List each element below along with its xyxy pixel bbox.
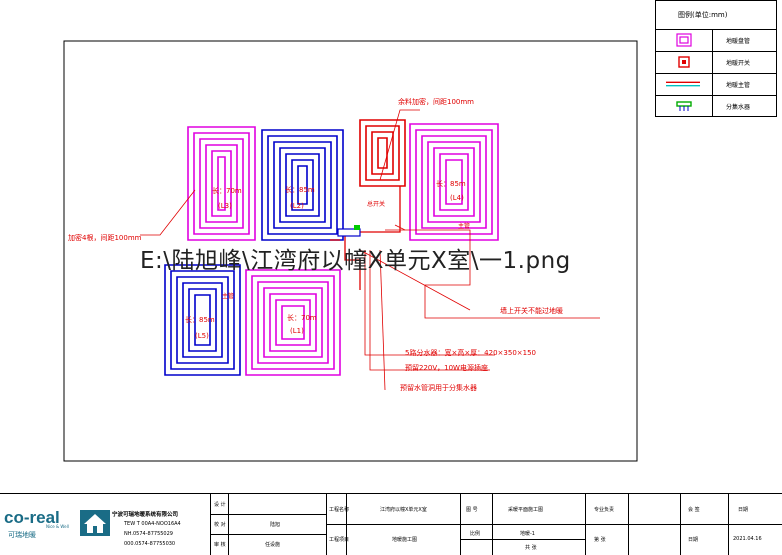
legend-row-manifold: 分集水器 <box>656 96 776 117</box>
brand-name-cn: 可瑞地暖 <box>8 531 36 539</box>
tb-drawing-value: 地暖-1 <box>520 531 535 537</box>
label-room-l2-length: 长：85m <box>285 185 315 194</box>
main-pipe-icon <box>666 81 700 87</box>
note-manifold-size: 5路分水器：宽×高×厚：420×350×150 <box>405 348 536 357</box>
brand-logo: co-real <box>4 508 60 527</box>
drawing-frame <box>63 40 638 462</box>
tb-date-top: 日期 <box>738 507 749 513</box>
house-logo-icon <box>80 510 110 536</box>
label-manifold-pipe: 主管 <box>458 222 470 230</box>
tb-drawing-label: 图 号 <box>466 507 478 513</box>
leader-lines <box>140 109 600 391</box>
legend-row-main-pipe: 地暖主管 <box>656 74 776 96</box>
label-room-l2-id: (L2) <box>290 202 304 210</box>
label-room-l4-id: (L4) <box>450 194 464 202</box>
tb-sheet-label: 第 张 <box>594 537 606 543</box>
label-room-l3-id: (L3) <box>218 202 232 210</box>
legend-label-manifold: 分集水器 <box>726 104 751 111</box>
note-left-spacing: 加密4根，间距100mm <box>68 233 142 242</box>
company-addr-1: TEW T 00A4-NOO16A4 <box>124 521 181 527</box>
tb-date-value: 2021.04.16 <box>733 536 762 542</box>
coil-room-l5 <box>164 264 241 376</box>
coil-icon <box>676 33 692 47</box>
company-addr-2: NH.0574-87755029 <box>124 531 173 537</box>
label-room-l5-id: (L5) <box>195 332 209 340</box>
legend: 图例(单位:mm) 地暖盘管 地暖开关 地暖主管 分集水器 <box>655 0 777 117</box>
tb-date-label: 日期 <box>688 537 699 543</box>
tb-audit-label: 审 核 <box>214 542 226 548</box>
label-room-l4-length: 长：85m <box>436 179 466 188</box>
label-main-pipe: 主管 <box>222 292 234 300</box>
label-switch-main: 总开关 <box>367 200 385 208</box>
company-name: 宁波可瑞地暖系统有限公司 <box>112 512 179 518</box>
legend-row-coil: 地暖盘管 <box>656 30 776 52</box>
coil-room-l3 <box>187 126 256 241</box>
legend-row-switch: 地暖开关 <box>656 52 776 74</box>
legend-label-coil: 地暖盘管 <box>726 38 751 45</box>
coil-room-l4 <box>409 123 499 241</box>
tb-project-name: 江湾府以幢X单元X室 <box>380 507 427 513</box>
label-room-l1-length: 长：70m <box>287 313 317 322</box>
note-top-spacing: 余料加密，间距100mm <box>398 97 474 106</box>
label-room-l5-length: 长：85m <box>185 315 215 324</box>
note-power-socket: 预留220V，10W电源插座 <box>405 363 488 372</box>
legend-label-switch: 地暖开关 <box>726 60 751 67</box>
company-addr-3: 000.0574-87755030 <box>124 541 176 547</box>
tb-sheet-value: 共 张 <box>525 545 537 551</box>
tb-scale-label: 比例 <box>470 531 481 537</box>
tb-countersign: 会 签 <box>688 507 700 513</box>
filename-watermark: E:\陆旭峰\江湾府以幢X单元X室\一1.png <box>140 248 571 274</box>
tb-project-label: 工程名称 <box>329 507 350 513</box>
main-pipe <box>330 186 401 290</box>
tb-audit-value: 任设施 <box>265 542 281 548</box>
manifold-valve <box>354 225 360 230</box>
tb-responsible: 专业负责 <box>594 507 615 513</box>
brand-sub: Nice & Well <box>46 524 69 529</box>
tb-design-label: 设 计 <box>214 502 226 508</box>
note-wall-switch: 墙上开关不能过地暖 <box>500 306 563 315</box>
title-block: co-real 可瑞地暖 Nice & Well 宁波可瑞地暖系统有限公司 TE… <box>0 493 782 555</box>
label-room-l3-length: 长：70m <box>212 186 242 195</box>
coil-room-l1 <box>245 269 341 376</box>
tb-drawing-title: 采暖平面施工图 <box>508 507 544 513</box>
switch-icon <box>678 56 690 68</box>
tb-check-label: 校 对 <box>214 522 226 528</box>
tb-sub-value: 地暖施工图 <box>392 537 418 543</box>
legend-label-main-pipe: 地暖主管 <box>726 82 751 89</box>
coil-red-small <box>359 119 406 187</box>
coil-room-l2 <box>261 129 344 241</box>
note-water-hole: 预留水管洞用于分集水器 <box>400 383 477 392</box>
tb-sub-label: 工程项目 <box>329 537 350 543</box>
manifold-symbol <box>337 228 361 237</box>
legend-header: 图例(单位:mm) <box>656 1 776 30</box>
tb-check-value: 陆旭 <box>270 522 281 528</box>
label-room-l1-id: (L1) <box>290 327 304 335</box>
manifold-icon <box>676 101 692 111</box>
